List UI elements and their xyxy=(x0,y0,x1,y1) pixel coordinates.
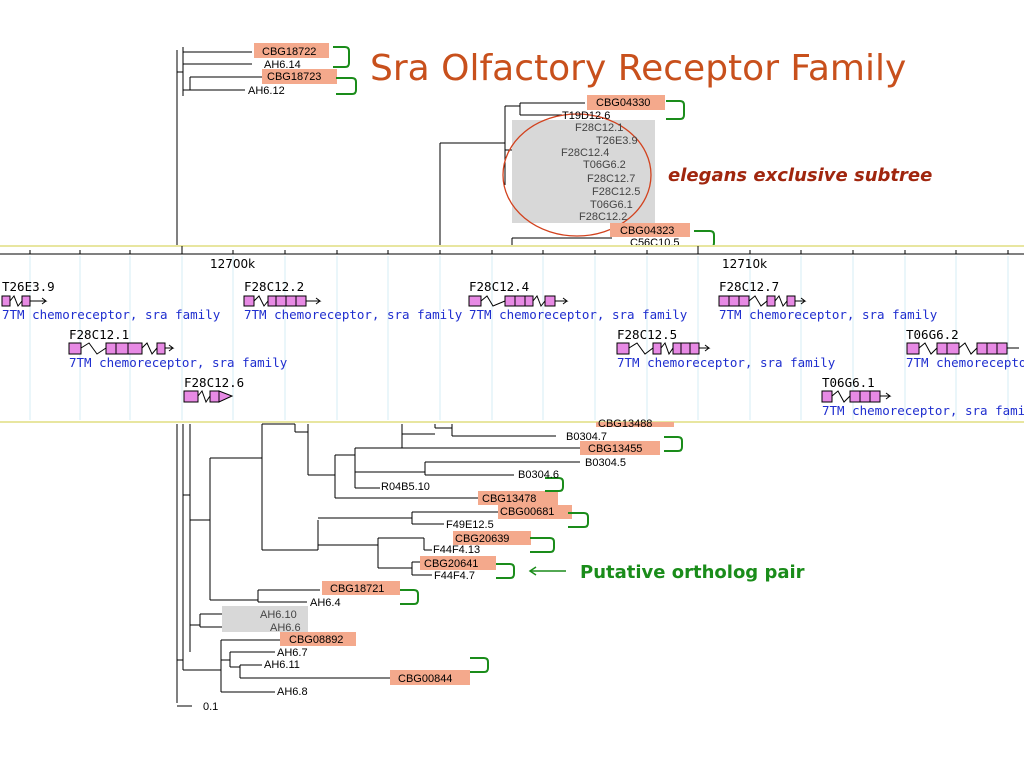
elegans-subtree-circle xyxy=(502,113,652,237)
leaf-cbg13455: CBG13455 xyxy=(588,443,642,455)
gene-f28c12-1[interactable]: F28C12.1 7TM chemoreceptor, sra family xyxy=(68,327,288,370)
leaf-cbg13478: CBG13478 xyxy=(482,493,536,505)
leaf-cbg18721: CBG18721 xyxy=(330,583,384,595)
gene-f28c12-5[interactable]: F28C12.5 7TM chemoreceptor, sra family xyxy=(616,327,836,370)
gene-name: T26E3.9 xyxy=(2,279,55,294)
gene-name: F28C12.4 xyxy=(469,279,529,294)
leaf-cbg13488: CBG13488 xyxy=(598,418,652,430)
leaf-b03047: B0304.7 xyxy=(566,431,607,443)
leaf-f28c122: F28C12.2 xyxy=(579,211,627,223)
leaf-r04b510: R04B5.10 xyxy=(381,481,430,493)
leaf-f49e125: F49E12.5 xyxy=(446,519,494,531)
leaf-t06g61: T06G6.1 xyxy=(590,199,633,211)
gene-f28c12-2[interactable]: F28C12.2 7TM chemoreceptor, sra family xyxy=(243,279,463,322)
leaf-ah67: AH6.7 xyxy=(277,647,308,659)
gene-desc: 7TM chemoreceptor, sra family xyxy=(69,355,288,370)
gene-f28c12-7[interactable]: F28C12.7 7TM chemoreceptor, sra family xyxy=(718,279,938,322)
gene-desc: 7TM chemoreceptor, sra family xyxy=(2,307,221,322)
gene-desc: 7TM chemoreceptor, sra fami xyxy=(822,403,1024,418)
gene-name: T06G6.2 xyxy=(906,327,959,342)
leaf-cbg18722: CBG18722 xyxy=(262,46,316,58)
gene-name: F28C12.1 xyxy=(69,327,129,342)
leaf-f28c124: F28C12.4 xyxy=(561,147,609,159)
gene-name: F28C12.5 xyxy=(617,327,677,342)
genome-browser-panel: 12700k 12710k T26E3.9 7TM chemoreceptor,… xyxy=(0,245,1024,423)
cb-label-boxes-bottom xyxy=(280,422,674,685)
gene-t26e3-9[interactable]: T26E3.9 7TM chemoreceptor, sra family xyxy=(1,279,221,322)
scale-bar-label: 0.1 xyxy=(203,701,218,713)
gene-name: F28C12.7 xyxy=(719,279,779,294)
leaf-ah66: AH6.6 xyxy=(270,622,301,634)
gene-desc: 7TM chemoreceptor, sra family xyxy=(617,355,836,370)
coord-left: 12700k xyxy=(210,257,255,271)
leaf-b03046: B0304.6 xyxy=(518,469,559,481)
leaf-f28c125: F28C12.5 xyxy=(592,186,640,198)
ortholog-brackets-bottom xyxy=(400,436,683,673)
leaf-ah610: AH6.10 xyxy=(260,609,297,621)
leaf-cbg20639: CBG20639 xyxy=(455,533,509,545)
gene-name: F28C12.2 xyxy=(244,279,304,294)
grey-highlight-ah6 xyxy=(222,606,308,632)
cb-label-boxes-top xyxy=(254,43,690,237)
gene-t06g6-2[interactable]: T06G6.2 7TM chemorecepto xyxy=(906,327,1024,370)
leaf-cbg00681: CBG00681 xyxy=(500,506,554,518)
leaf-cbg18723: CBG18723 xyxy=(267,71,321,83)
ortholog-arrow xyxy=(528,566,566,576)
leaf-cbg08892: CBG08892 xyxy=(289,634,343,646)
leaf-t26e39: T26E3.9 xyxy=(596,135,638,147)
leaf-cbg20641: CBG20641 xyxy=(424,558,478,570)
leaf-cbg04323: CBG04323 xyxy=(620,225,674,237)
gene-name: T06G6.1 xyxy=(822,375,875,390)
leaf-ah611: AH6.11 xyxy=(264,659,300,671)
subtree-annotation-text: elegans exclusive subtree xyxy=(668,165,932,186)
leaf-f28c127: F28C12.7 xyxy=(587,173,635,185)
figure-title: Sra Olfactory Receptor Family xyxy=(370,48,906,89)
leaf-cbg00844: CBG00844 xyxy=(398,673,452,685)
leaf-ah64: AH6.4 xyxy=(310,597,341,609)
gene-f28c12-6[interactable]: F28C12.6 xyxy=(183,375,244,404)
tree-bottom xyxy=(176,423,580,707)
leaf-b03045: B0304.5 xyxy=(585,457,626,469)
leaf-f28c121: F28C12.1 xyxy=(575,122,623,134)
gene-f28c12-4[interactable]: F28C12.4 7TM chemoreceptor, sra family xyxy=(468,279,688,322)
leaf-ah614: AH6.14 xyxy=(264,59,301,71)
leaf-f44f413: F44F4.13 xyxy=(433,544,480,556)
coord-right: 12710k xyxy=(722,257,767,271)
gene-desc: 7TM chemorecepto xyxy=(906,355,1024,370)
ortholog-annotation: Putative ortholog pair xyxy=(580,562,805,583)
leaf-ah68: AH6.8 xyxy=(277,686,308,698)
leaf-t19d126: T19D12.6 xyxy=(562,110,610,122)
subtree-annotation: elegans exclusive subtree xyxy=(668,165,932,186)
leaf-f44f47: F44F4.7 xyxy=(434,570,475,582)
elegans-subtree-highlight xyxy=(512,120,655,223)
gene-desc: 7TM chemoreceptor, sra family xyxy=(469,307,688,322)
gene-name: F28C12.6 xyxy=(184,375,244,390)
leaf-cbg04330: CBG04330 xyxy=(596,97,650,109)
gene-desc: 7TM chemoreceptor, sra family xyxy=(244,307,463,322)
gene-t06g6-1[interactable]: T06G6.1 7TM chemoreceptor, sra fami xyxy=(821,375,1024,418)
leaf-ah612: AH6.12 xyxy=(248,85,285,97)
gene-desc: 7TM chemoreceptor, sra family xyxy=(719,307,938,322)
leaf-t06g62: T06G6.2 xyxy=(583,159,626,171)
